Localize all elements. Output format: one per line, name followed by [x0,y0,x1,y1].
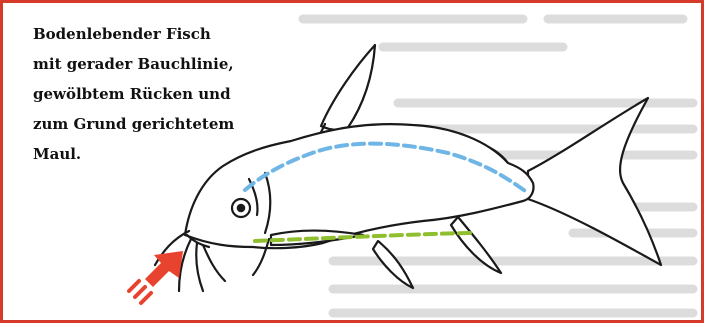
caption-line-1: Bodenlebender Fisch [33,19,273,49]
tail-fin [528,98,661,265]
dorsal-fin [321,45,375,130]
caption-line-5: Maul. [33,139,273,169]
caption-text: Bodenlebender Fisch mit gerader Bauchlin… [33,19,273,169]
caption-line-3: gewölbtem Rücken und [33,79,273,109]
mouth-pointer-arrow [129,251,183,303]
caption-line-4: zum Grund gerichtetem [33,109,273,139]
caption-line-2: mit gerader Bauchlinie, [33,49,273,79]
